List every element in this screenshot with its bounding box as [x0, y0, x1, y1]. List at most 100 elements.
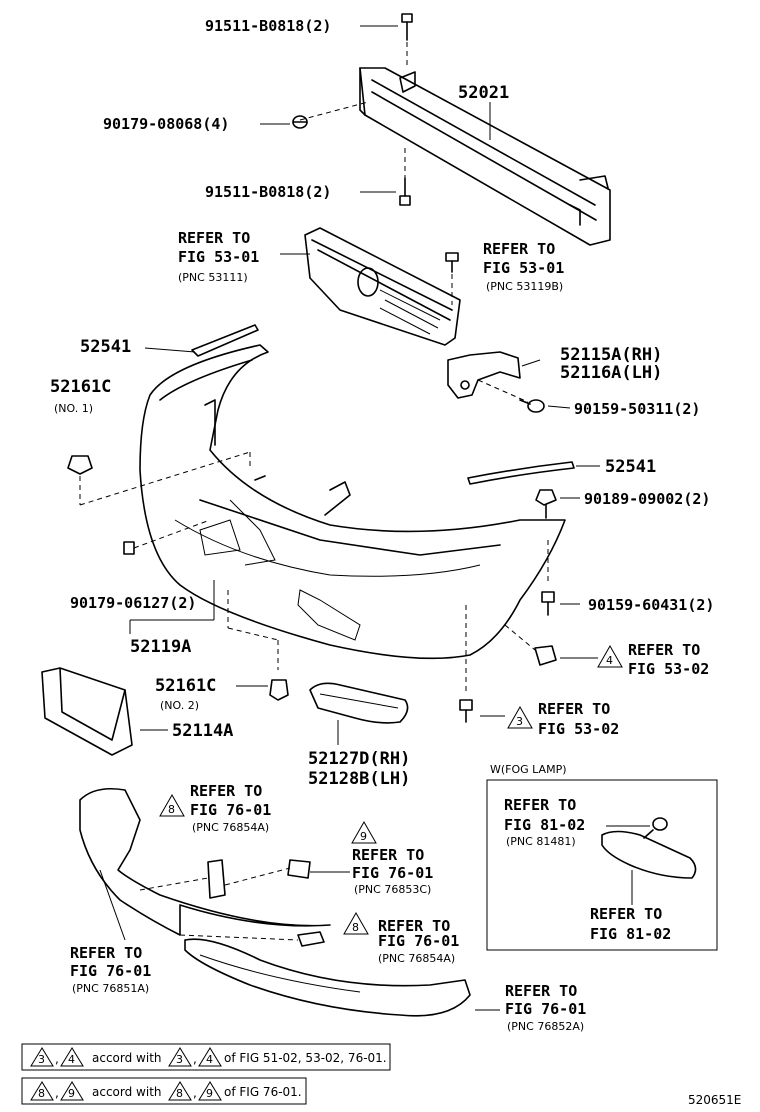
fn2-sep-a: ,	[55, 1086, 59, 1100]
label-ref-76-01-c-1: REFER TO	[378, 917, 450, 935]
clip-no1-icon	[67, 455, 93, 505]
label-support-lh: 52116A(LH)	[560, 363, 662, 383]
label-grille-ref-2: FIG 53-01	[178, 248, 259, 266]
lower-spoiler-icon	[79, 787, 471, 1017]
fn1-sep-a: ,	[55, 1052, 59, 1066]
label-reinforcement: 52021	[458, 83, 509, 103]
label-nut-left: 90179-06127(2)	[70, 594, 196, 612]
label-fog-ref-top-2: FIG 81-02	[504, 816, 585, 834]
fn1-tri-d: 4	[206, 1053, 213, 1066]
fn1-sep-b: ,	[193, 1052, 197, 1066]
clip-left-icon	[123, 519, 211, 555]
tri-ref-8a: 8	[168, 803, 175, 816]
label-ref-53-02-b-1: REFER TO	[538, 700, 610, 718]
bumper-cover-icon	[79, 344, 566, 670]
fog-lamp-box	[486, 779, 718, 951]
label-cover: 52119A	[130, 637, 191, 657]
fn2-tri-a: 8	[38, 1087, 45, 1100]
label-ref-53-02-a-2: FIG 53-02	[628, 660, 709, 678]
label-nut-right: 90189-09002(2)	[584, 490, 710, 508]
tri-ref-9: 9	[360, 830, 367, 843]
label-support-rh: 52115A(RH)	[560, 345, 662, 365]
reinforcement-icon	[299, 67, 611, 246]
footnote-2: 8 , 9 accord with 8 , 9 of FIG 76-01.	[21, 1077, 307, 1105]
fn2-mid: accord with	[92, 1085, 162, 1099]
figure-id: 520651E	[688, 1093, 741, 1107]
tri-ref-3: 3	[516, 715, 523, 728]
ref-53-02-b: 3 REFER TO FIG 53-02	[507, 700, 619, 738]
license-bracket-icon	[41, 667, 133, 756]
bolt-ref3-icon	[459, 605, 473, 723]
fn2-tail: of FIG 76-01.	[224, 1085, 302, 1099]
label-ref-76-01-a-pnc: (PNC 76854A)	[192, 821, 269, 834]
label-ref-76-01-a-1: REFER TO	[190, 782, 262, 800]
label-bracket: 52114A	[172, 721, 233, 741]
label-ref-76-01-b-2: FIG 76-01	[352, 864, 433, 882]
label-bolt-support: 90159-50311(2)	[574, 400, 700, 418]
label-bezel-rh: 52127D(RH)	[308, 749, 410, 769]
fn1-mid: accord with	[92, 1051, 162, 1065]
label-fog-ref-bottom-1: REFER TO	[590, 905, 662, 923]
label-ref-76-01-e-1: REFER TO	[505, 982, 577, 1000]
grille-icon	[304, 227, 461, 346]
fog-lamp-icon	[601, 817, 697, 879]
leader-lines	[99, 25, 600, 1011]
label-ref-76-01-b-1: REFER TO	[352, 846, 424, 864]
label-fog-ref-top-1: REFER TO	[504, 796, 576, 814]
bolt-support-icon	[519, 399, 545, 413]
label-moulding-left: 52541	[80, 337, 131, 357]
tri-ref-4: 4	[606, 654, 613, 667]
label-emblem-ref-1: REFER TO	[483, 240, 555, 258]
label-nut-4: 90179-08068(4)	[103, 115, 229, 133]
label-grille-ref-1: REFER TO	[178, 229, 250, 247]
bumper-support-icon	[447, 351, 529, 403]
fn2-tri-c: 8	[176, 1087, 183, 1100]
fn1-tail: of FIG 51-02, 53-02, 76-01.	[224, 1051, 387, 1065]
label-retainer-no2: 52161C	[155, 676, 216, 696]
ref-76-01-b: 9 REFER TO FIG 76-01 (PNC 76853C)	[310, 820, 433, 896]
fn2-sep-b: ,	[193, 1086, 197, 1100]
fn2-tri-b: 9	[68, 1087, 75, 1100]
label-bolt-top: 91511-B0818(2)	[205, 17, 331, 35]
label-ref-76-01-c-pnc: (PNC 76854A)	[378, 952, 455, 965]
fn1-tri-a: 3	[38, 1053, 45, 1066]
label-fog-ref-top-pnc: (PNC 81481)	[506, 835, 576, 848]
label-moulding-right: 52541	[605, 457, 656, 477]
fog-bezel-icon	[309, 682, 409, 724]
tri-ref-8b: 8	[352, 921, 359, 934]
moulding-right-icon	[467, 461, 575, 485]
label-ref-76-01-d-1: REFER TO	[70, 944, 142, 962]
label-retainer-no1: 52161C	[50, 377, 111, 397]
ref-76-01-c: 8 REFER TO FIG 76-01 (PNC 76854A)	[343, 911, 459, 965]
label-bolt-mid: 91511-B0818(2)	[205, 183, 331, 201]
ref-53-02-a: 4 REFER TO FIG 53-02	[560, 641, 709, 678]
nut-right-icon	[535, 489, 557, 519]
label-fog-title: W(FOG LAMP)	[490, 763, 567, 776]
label-fog-ref-bottom-2: FIG 81-02	[590, 925, 671, 943]
label-bolt-lower: 90159-60431(2)	[588, 596, 714, 614]
moulding-left-icon	[191, 324, 259, 357]
label-grille-ref-pnc: (PNC 53111)	[178, 271, 248, 284]
label-ref-53-02-a-1: REFER TO	[628, 641, 700, 659]
label-ref-76-01-a-2: FIG 76-01	[190, 801, 271, 819]
emblem-screw-icon	[445, 252, 459, 305]
label-ref-76-01-e-pnc: (PNC 76852A)	[507, 1020, 584, 1033]
label-ref-76-01-b-pnc: (PNC 76853C)	[354, 883, 431, 896]
fn2-tri-d: 9	[206, 1087, 213, 1100]
label-ref-76-01-e-2: FIG 76-01	[505, 1000, 586, 1018]
label-ref-76-01-d-2: FIG 76-01	[70, 962, 151, 980]
bolt-mid-icon	[399, 148, 411, 206]
label-emblem-ref-pnc: (PNC 53119B)	[486, 280, 563, 293]
footnote-1: 3 , 4 accord with 3 , 4 of FIG 51-02, 53…	[21, 1043, 391, 1071]
label-emblem-ref-2: FIG 53-01	[483, 259, 564, 277]
label-retainer-no2-note: (NO. 2)	[160, 699, 199, 712]
fn1-tri-b: 4	[68, 1053, 75, 1066]
label-ref-76-01-d-pnc: (PNC 76851A)	[72, 982, 149, 995]
label-ref-76-01-c-2: FIG 76-01	[378, 932, 459, 950]
label-bezel-lh: 52128B(LH)	[308, 769, 410, 789]
fn1-tri-c: 3	[176, 1053, 183, 1066]
clip-no2-icon	[269, 679, 289, 701]
nut-icon	[292, 115, 308, 129]
label-ref-53-02-b-2: FIG 53-02	[538, 720, 619, 738]
